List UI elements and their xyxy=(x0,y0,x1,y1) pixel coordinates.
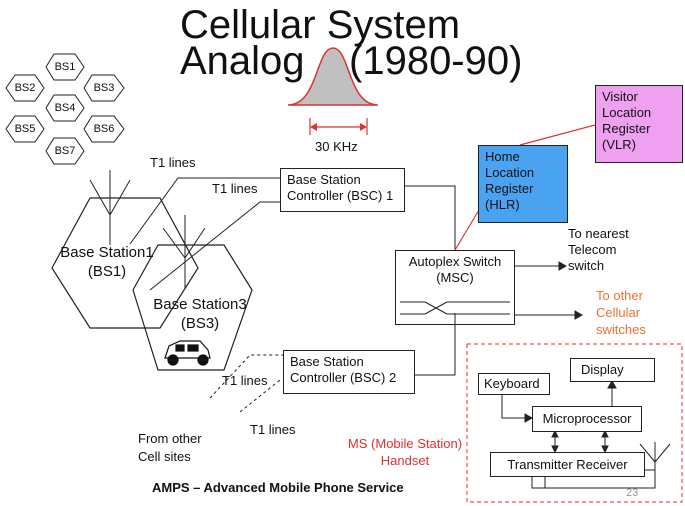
cell-hex-bs3 xyxy=(83,74,125,102)
bs3-label-line2: (BS3) xyxy=(180,315,220,332)
display-box: Display xyxy=(570,358,655,382)
antenna-icon xyxy=(89,170,671,485)
bsc2-line2: Controller (BSC) 2 xyxy=(290,370,397,385)
footer-caption: AMPS – Advanced Mobile Phone Service xyxy=(152,480,404,495)
vlr-line4: (VLR) xyxy=(602,137,636,152)
cell-hex-bs5 xyxy=(5,115,45,143)
bsc1-line2: Controller (BSC) 1 xyxy=(287,188,394,203)
hlr-line4: (HLR) xyxy=(485,197,520,212)
hlr-line3: Register xyxy=(485,181,534,196)
car-icon xyxy=(164,340,211,366)
cell-label-bs6: BS6 xyxy=(93,123,115,135)
bs3-label-line1: Base Station3 xyxy=(153,296,247,313)
bsc2-box: Base Station Controller (BSC) 2 xyxy=(283,350,415,394)
msc-line1: Autoplex Switch xyxy=(408,254,502,269)
cell-hex-bs4 xyxy=(45,94,85,122)
bell-curve xyxy=(287,47,379,135)
cellular-line1: To other xyxy=(596,288,643,303)
ms-connectors xyxy=(501,379,656,489)
ms-label: MS (Mobile Station) Handset xyxy=(345,435,465,469)
cell-label-bs5: BS5 xyxy=(14,123,36,135)
vlr-line3: Register xyxy=(602,121,651,136)
cell-hex-bs2 xyxy=(5,74,45,102)
other-sites-line2: Cell sites xyxy=(138,449,191,464)
vlr-line1: Visitor xyxy=(602,89,638,104)
telecom-line1: To nearest xyxy=(568,226,629,241)
bs3-coverage-hex xyxy=(132,244,253,371)
other-sites-label: From other Cell sites xyxy=(138,430,202,466)
vlr-box: Visitor Location Register (VLR) xyxy=(595,85,683,163)
microprocessor-label: Microprocessor xyxy=(542,411,632,426)
t1-label-d: T1 lines xyxy=(250,422,296,437)
t1-links xyxy=(129,177,456,376)
t1-label-b: T1 lines xyxy=(212,181,258,196)
msc-outgoing-arrows xyxy=(515,261,584,320)
ms-label-line1: MS (Mobile Station) xyxy=(347,436,463,451)
hlr-line1: Home xyxy=(485,149,520,164)
cell-label-bs4: BS4 xyxy=(54,102,76,114)
cell-cluster xyxy=(5,53,125,165)
bandwidth-label: 30 KHz xyxy=(315,139,358,154)
title-line-1: Cellular System xyxy=(180,3,461,47)
telecom-line3: switch xyxy=(568,258,605,273)
hlr-box: Home Location Register (HLR) xyxy=(478,145,568,223)
other-sites-line1: From other xyxy=(138,431,202,446)
msc-line2: (MSC) xyxy=(436,270,474,285)
dashed-links xyxy=(209,354,283,413)
cell-label-bs1: BS1 xyxy=(54,61,76,73)
cell-label-bs3: BS3 xyxy=(93,82,115,94)
bsc2-line1: Base Station xyxy=(290,354,364,369)
transceiver-label: Transmitter Receiver xyxy=(507,457,628,472)
cell-hex-bs1 xyxy=(45,53,85,81)
bs1-label-line1: Base Station1 xyxy=(60,244,154,261)
cell-hex-bs7 xyxy=(45,137,85,165)
page-number: 23 xyxy=(626,487,639,499)
microprocessor-box: Microprocessor xyxy=(532,406,642,432)
cell-label-bs2: BS2 xyxy=(14,82,36,94)
bs1-coverage-hex xyxy=(51,197,199,329)
t1-label-c: T1 lines xyxy=(222,373,268,388)
keyboard-label: Keyboard xyxy=(484,376,540,391)
bsc1-line1: Base Station xyxy=(287,172,361,187)
telecom-line2: Telecom xyxy=(568,242,617,257)
cell-label-bs7: BS7 xyxy=(54,145,76,157)
hlr-line2: Location xyxy=(485,165,535,180)
keyboard-box: Keyboard xyxy=(478,373,550,395)
vlr-line2: Location xyxy=(602,105,652,120)
title-line-2: Analog (1980-90) xyxy=(180,39,523,83)
msc-switch-cross xyxy=(400,301,510,315)
bs1-label-line2: (BS1) xyxy=(87,263,127,280)
t1-label-a: T1 lines xyxy=(150,155,196,170)
cell-hex-bs6 xyxy=(83,115,125,143)
hlr-vlr-links xyxy=(454,124,596,251)
cellular-line3: switches xyxy=(596,322,646,337)
telecom-label: To nearest Telecom switch xyxy=(568,226,629,274)
transceiver-box: Transmitter Receiver xyxy=(490,452,645,477)
cellular-label: To other Cellular switches xyxy=(596,287,646,338)
display-label: Display xyxy=(581,362,624,377)
cellular-line2: Cellular xyxy=(596,305,641,320)
ms-boundary xyxy=(466,343,683,503)
bsc1-box: Base Station Controller (BSC) 1 xyxy=(280,168,405,212)
ms-label-line2: Handset xyxy=(380,453,430,468)
msc-box: Autoplex Switch (MSC) xyxy=(395,250,515,325)
